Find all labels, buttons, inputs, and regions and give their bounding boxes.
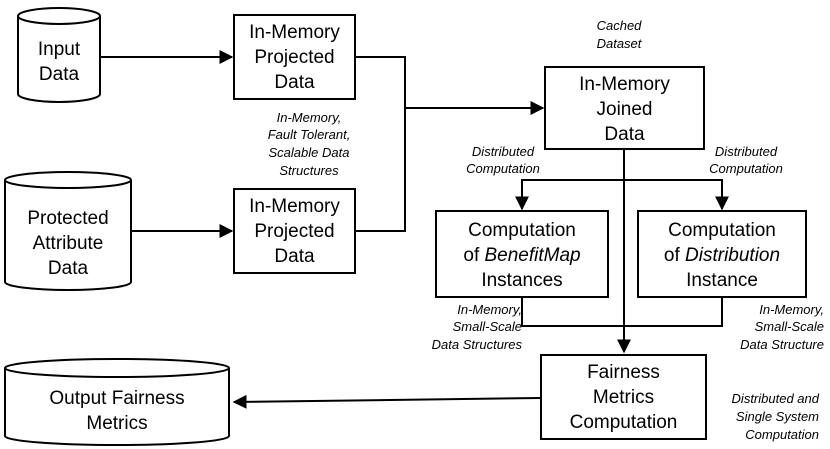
- projected-top-label-3: Data: [274, 72, 315, 93]
- note-in-memory-fault-tolerant: In-Memory, Fault Tolerant, Scalable Data…: [268, 110, 351, 178]
- note-cached-dataset: Cached Dataset: [597, 18, 643, 51]
- projected-bottom-label-2: Projected: [254, 221, 334, 242]
- note-small-right-2: Small-Scale: [755, 319, 824, 334]
- note-ft-3: Scalable Data: [269, 145, 350, 160]
- note-distributed-right: Distributed Computation: [709, 144, 783, 176]
- note-dist-left-1: Distributed: [472, 144, 535, 159]
- fairness-label-3: Computation: [570, 412, 678, 433]
- protected-data-label-1: Protected: [27, 208, 108, 229]
- note-dist-single-2: Single System: [736, 409, 819, 424]
- projected-top-label-1: In-Memory: [249, 22, 340, 43]
- benefitmap-label-3: Instances: [481, 270, 562, 291]
- fairness-computation-box: Fairness Metrics Computation: [540, 354, 707, 440]
- note-dist-left-2: Computation: [466, 161, 540, 176]
- note-small-scale-right: In-Memory, Small-Scale Data Structure: [740, 302, 824, 352]
- fairness-label-1: Fairness: [587, 362, 660, 383]
- note-distributed-left: Distributed Computation: [466, 144, 540, 176]
- projected-data-top-box: In-Memory Projected Data: [233, 14, 356, 100]
- note-dist-right-2: Computation: [709, 161, 783, 176]
- projected-top-label-2: Projected: [254, 47, 334, 68]
- note-small-left-3: Data Structures: [432, 337, 523, 352]
- note-small-left-1: In-Memory,: [457, 302, 522, 317]
- arrow-to-output: [232, 394, 542, 409]
- fairness-label-2: Metrics: [593, 387, 654, 408]
- joined-label-3: Data: [604, 124, 645, 145]
- note-small-right-3: Data Structure: [740, 337, 824, 352]
- note-ft-1: In-Memory,: [277, 110, 342, 125]
- note-small-right-1: In-Memory,: [759, 302, 824, 317]
- note-cached-1: Cached: [597, 18, 643, 33]
- distribution-box: Computation of Distribution Instance: [637, 210, 807, 298]
- distribution-label-1: Computation: [668, 220, 776, 241]
- input-data-cylinder: Input Data: [17, 7, 101, 103]
- benefitmap-label-1: Computation: [468, 220, 576, 241]
- note-dist-right-1: Distributed: [715, 144, 778, 159]
- protected-data-label-2: Attribute: [33, 233, 104, 254]
- protected-data-cylinder: Protected Attribute Data: [4, 171, 132, 291]
- joined-data-box: In-Memory Joined Data: [544, 66, 705, 150]
- projected-bottom-label-1: In-Memory: [249, 196, 340, 217]
- output-label-2: Metrics: [86, 413, 147, 434]
- output-label-1: Output Fairness: [49, 388, 184, 409]
- input-data-label-1: Input: [38, 39, 81, 60]
- note-cached-2: Dataset: [597, 36, 643, 51]
- joined-label-2: Joined: [597, 99, 653, 120]
- note-small-scale-left: In-Memory, Small-Scale Data Structures: [432, 302, 523, 352]
- connectors: [100, 50, 729, 409]
- benefitmap-box: Computation of BenefitMap Instances: [435, 210, 609, 298]
- benefitmap-label-2: of BenefitMap: [463, 245, 580, 266]
- output-metrics-cylinder: Output Fairness Metrics: [4, 358, 230, 446]
- note-dist-single-3: Computation: [745, 427, 819, 442]
- protected-data-label-3: Data: [48, 258, 89, 279]
- note-ft-2: Fault Tolerant,: [268, 127, 351, 142]
- arrow-to-benefitmap: [515, 179, 624, 211]
- distribution-label-2: of Distribution: [664, 245, 780, 266]
- note-dist-single-1: Distributed and: [732, 391, 820, 406]
- distribution-label-3: Instance: [686, 270, 758, 291]
- note-small-left-2: Small-Scale: [453, 319, 522, 334]
- bottom-bracket: [521, 298, 723, 327]
- note-distributed-single: Distributed and Single System Computatio…: [732, 391, 820, 442]
- note-ft-4: Structures: [279, 163, 339, 178]
- arrow-to-distribution: [624, 179, 729, 211]
- input-data-label-2: Data: [39, 64, 80, 85]
- joined-label-1: In-Memory: [579, 74, 670, 95]
- projected-bottom-label-3: Data: [274, 246, 315, 267]
- projected-data-bottom-box: In-Memory Projected Data: [233, 188, 356, 274]
- merge-bracket: [355, 56, 406, 232]
